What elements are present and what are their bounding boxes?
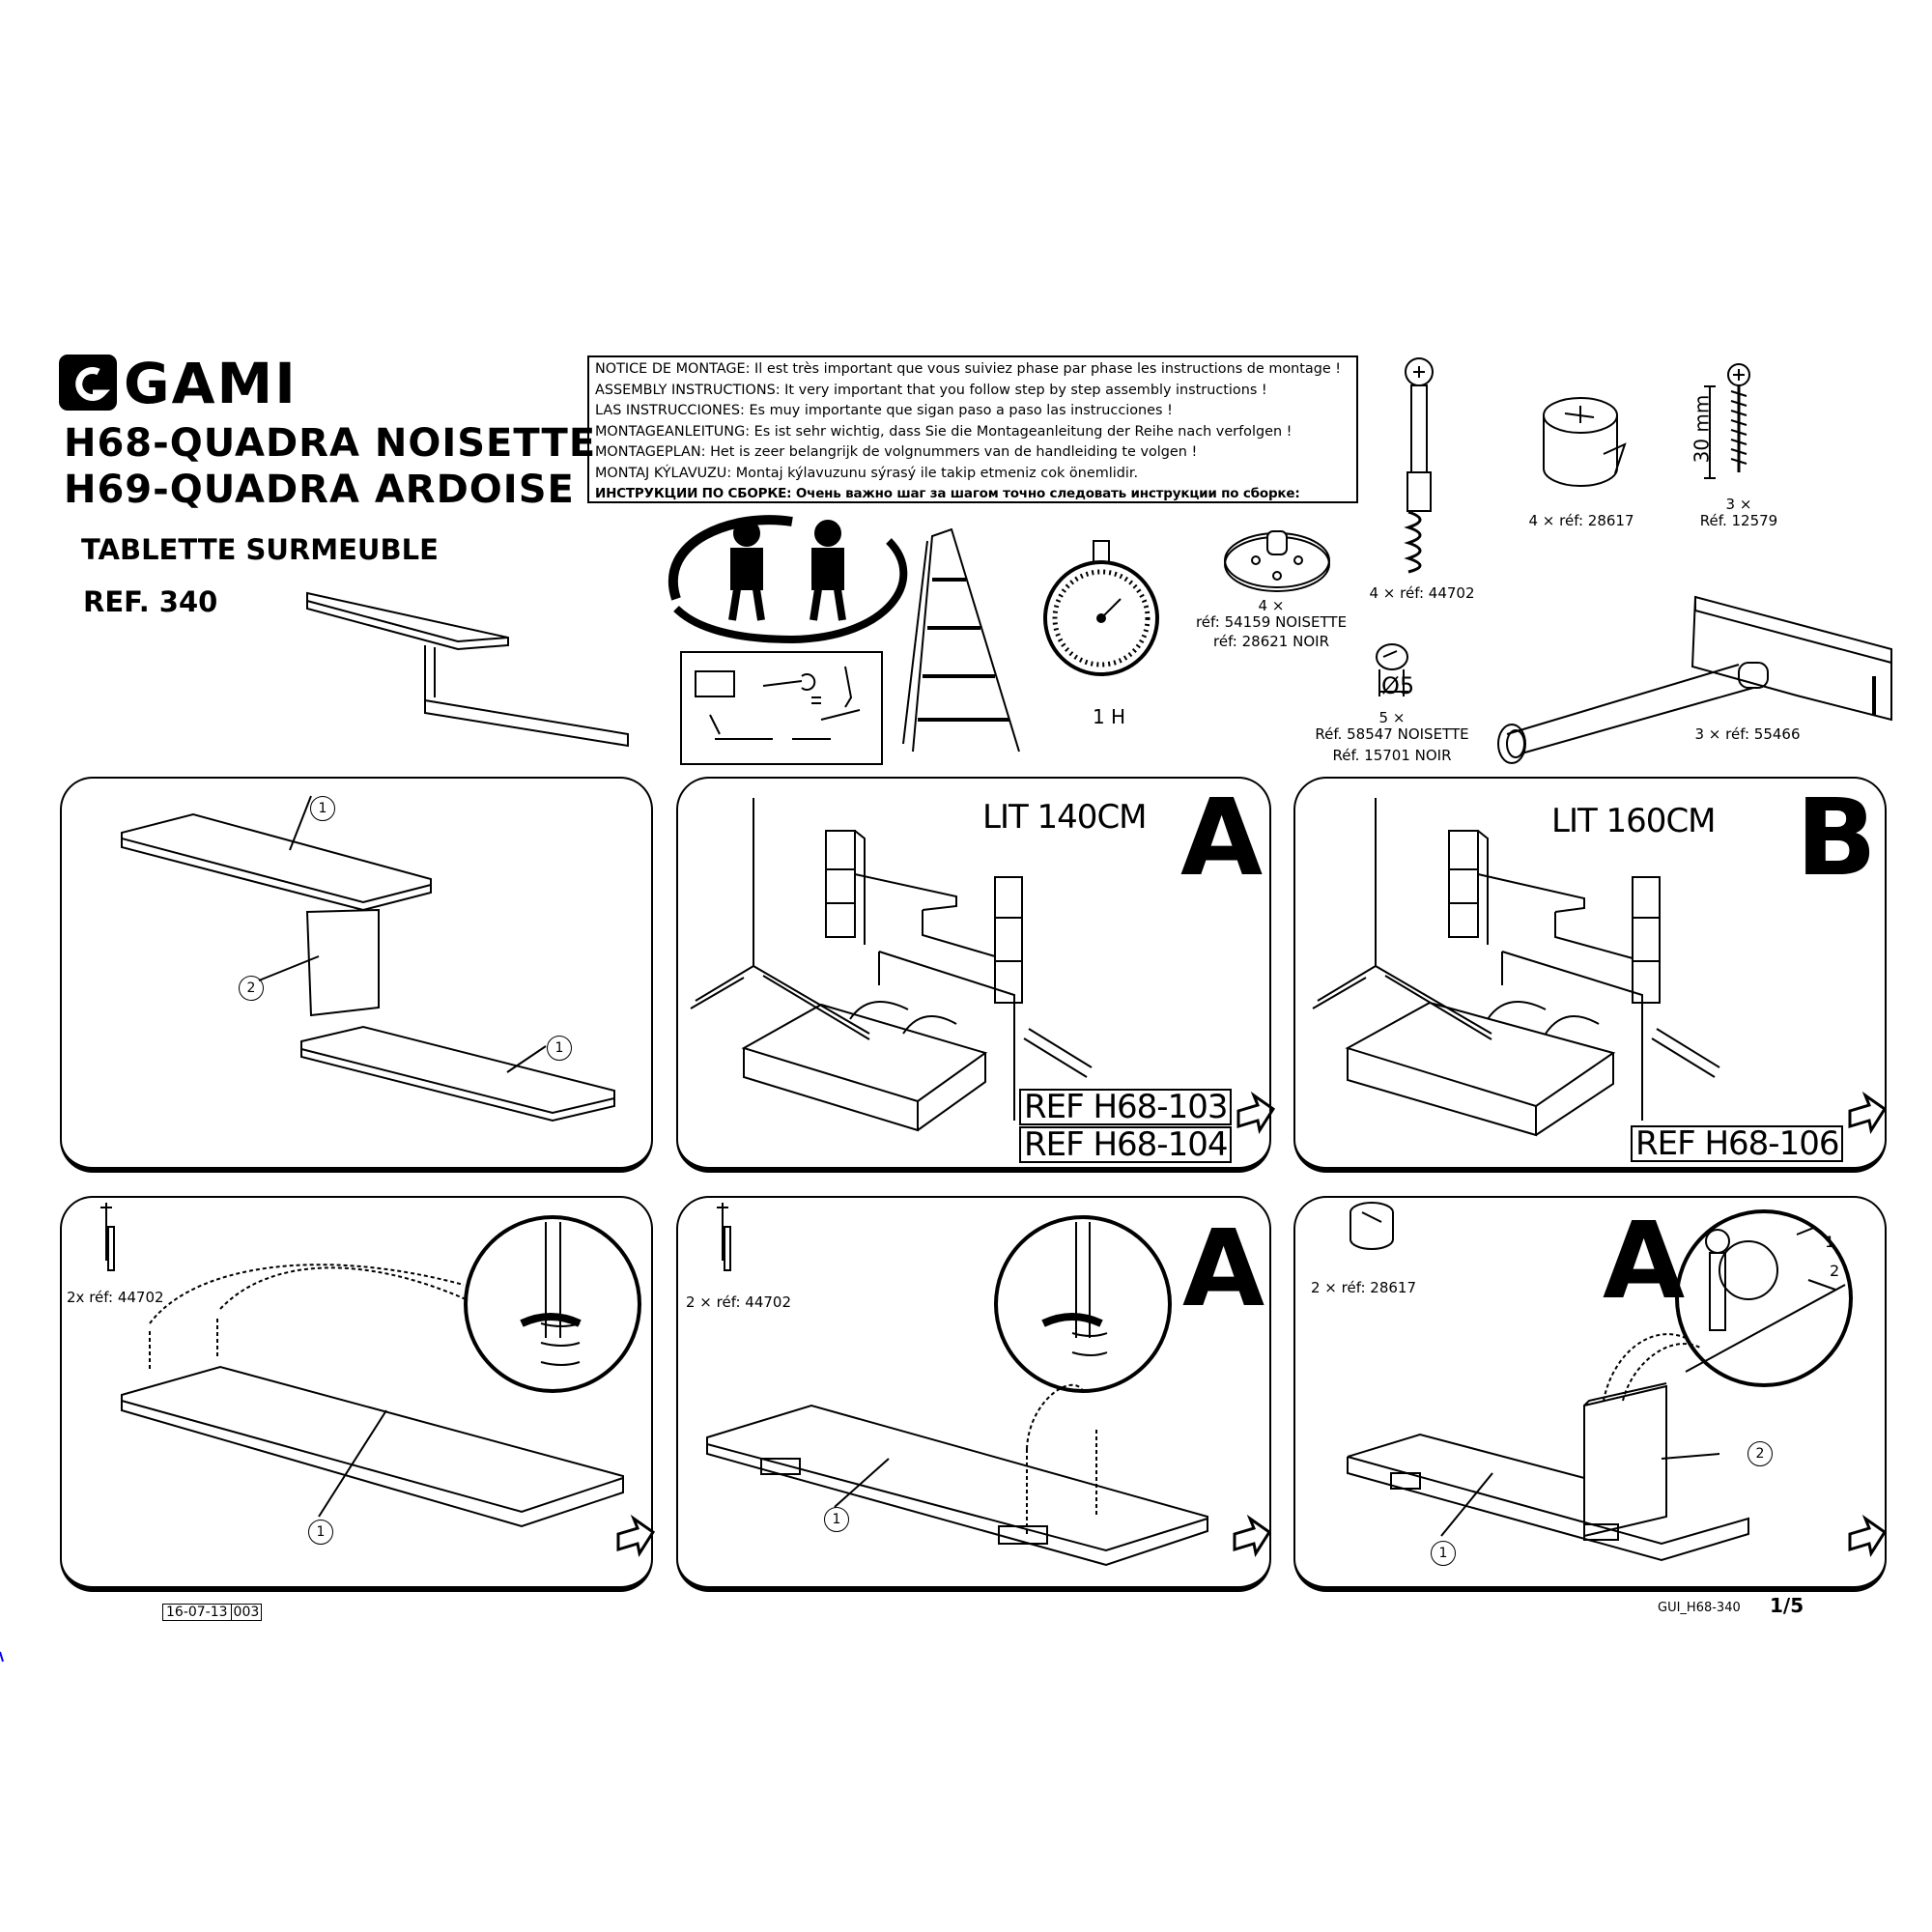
notice-line-ru: ИНСТРУКЦИИ ПО СБОРКЕ: Очень важно шаг за… (595, 486, 1300, 501)
cap-ref-noisette: Réf. 58547 NOISETTE (1315, 725, 1469, 743)
two-person-assembly-icon (668, 515, 908, 644)
panel-step-1: 2x réf: 44702 1 (60, 1196, 653, 1592)
cam-disc-icon (1224, 530, 1330, 592)
option-letter: B (1796, 776, 1877, 899)
product-title-h68: H68-QUADRA NOISETTE (64, 421, 597, 466)
ref-h68-104: REF H68-104 (1019, 1126, 1233, 1163)
panel-option-a: LIT 140CM A REF H68-103 REF H68-104 (676, 777, 1271, 1173)
cam-lock-icon (1543, 397, 1627, 487)
assembly-time: 1 H (1092, 705, 1126, 728)
cam-lock-label: 4 × réf: 28617 (1528, 512, 1634, 529)
cam-disc-ref-noir: réf: 28621 NOIR (1213, 633, 1329, 650)
notice-line-en: ASSEMBLY INSTRUCTIONS: It very important… (595, 382, 1267, 398)
next-step-arrows (616, 1091, 1888, 1557)
dowel-screw-icon (1404, 357, 1434, 574)
callout-part-1: 1 (824, 1507, 849, 1532)
callout-part-1: 1 (310, 796, 335, 821)
tools-required-icon (680, 651, 883, 765)
panel-option-b: LIT 160CM B REF H68-106 (1293, 777, 1887, 1173)
dowel-screw-label: 4 × réf: 44702 (1369, 584, 1475, 602)
step-2-drawing (706, 1203, 1208, 1567)
rotation-step-1: 1 (1825, 1233, 1835, 1251)
rotation-step-2: 2 (1830, 1262, 1840, 1280)
screw-length: 30 mm (1690, 394, 1714, 464)
callout-part-1: 1 (1431, 1541, 1456, 1566)
parts-exploded-drawing (121, 795, 615, 1122)
shelf-bracket-icon (1497, 595, 1892, 764)
panel-step-3: 2 × réf: 28617 A 1 2 1 2 (1293, 1196, 1887, 1592)
option-letter: A (1182, 1207, 1265, 1330)
step-ladder-icon (902, 527, 1020, 753)
callout-part-2: 2 (239, 976, 264, 1001)
revision-version: 003 (233, 1605, 260, 1620)
cap-ref-noir: Réf. 15701 NOIR (1332, 747, 1452, 764)
notice-line-de: MONTAGEANLEITUNG: Es ist sehr wichtig, d… (595, 423, 1293, 440)
callout-part-1b: 1 (547, 1036, 572, 1061)
wood-screw-icon (1704, 363, 1750, 479)
product-title-h69: H69-QUADRA ARDOISE (64, 468, 575, 512)
notice-line-es: LAS INSTRUCCIONES: Es muy importante que… (595, 403, 1173, 418)
bracket-label: 3 × réf: 55466 (1694, 725, 1801, 743)
step-3-drawing (1347, 1202, 1853, 1562)
screw-ref: Réf. 12579 (1699, 512, 1778, 529)
ref-h68-106: REF H68-106 (1631, 1125, 1844, 1162)
notice-line-nl: MONTAGEPLAN: Het is zeer belangrijk de v… (595, 444, 1198, 460)
callout-part-2: 2 (1747, 1441, 1773, 1466)
ref-h68-103: REF H68-103 (1019, 1089, 1233, 1125)
assembly-notice-box: NOTICE DE MONTAGE: Il est très important… (587, 355, 1358, 503)
stopwatch-icon (1043, 540, 1159, 676)
step-hardware-label: 2 × réf: 28617 (1311, 1279, 1416, 1296)
cam-disc-ref-noisette: réf: 54159 NOISETTE (1195, 613, 1348, 631)
room-scene-b-drawing (1312, 798, 1720, 1137)
stray-mark (0, 1651, 4, 1662)
product-subtitle: TABLETTE SURMEUBLE (81, 533, 439, 566)
step-hardware-label: 2 × réf: 44702 (686, 1293, 791, 1311)
option-letter: A (1180, 776, 1264, 899)
cam-disc-qty: 4 × (1258, 597, 1285, 614)
product-reference: REF. 340 (83, 585, 218, 618)
cover-cap-icon (1376, 643, 1408, 696)
step-hardware-label: 2x réf: 44702 (67, 1289, 164, 1306)
gami-logo-icon (59, 355, 117, 411)
document-code: GUI_H68-340 (1658, 1601, 1741, 1615)
shelf-preview-drawing (306, 591, 629, 748)
option-letter: A (1603, 1199, 1686, 1322)
panel-parts: 1 2 1 (60, 777, 653, 1173)
panel-step-2: 2 × réf: 44702 A 1 (676, 1196, 1271, 1592)
callout-part-1: 1 (308, 1520, 333, 1545)
bed-size-label: LIT 160CM (1551, 802, 1717, 840)
page-number: 1/5 (1770, 1594, 1804, 1617)
screw-qty: 3 × (1725, 496, 1752, 513)
cap-diameter: Ø5 (1381, 672, 1415, 699)
notice-line-tr: MONTAJ KÝLAVUZU: Montaj kýlavuzunu sýras… (595, 465, 1139, 481)
revision-stamp: 16-07-13 003 (162, 1604, 263, 1621)
brand-logo-text: GAMI (124, 351, 298, 416)
bed-size-label: LIT 140CM (982, 798, 1148, 837)
room-scene-a-drawing (690, 798, 1093, 1132)
notice-line-fr: NOTICE DE MONTAGE: Il est très important… (595, 361, 1342, 377)
cap-qty: 5 × (1378, 709, 1406, 726)
step-1-drawing (100, 1203, 641, 1528)
revision-date: 16-07-13 (163, 1605, 232, 1620)
